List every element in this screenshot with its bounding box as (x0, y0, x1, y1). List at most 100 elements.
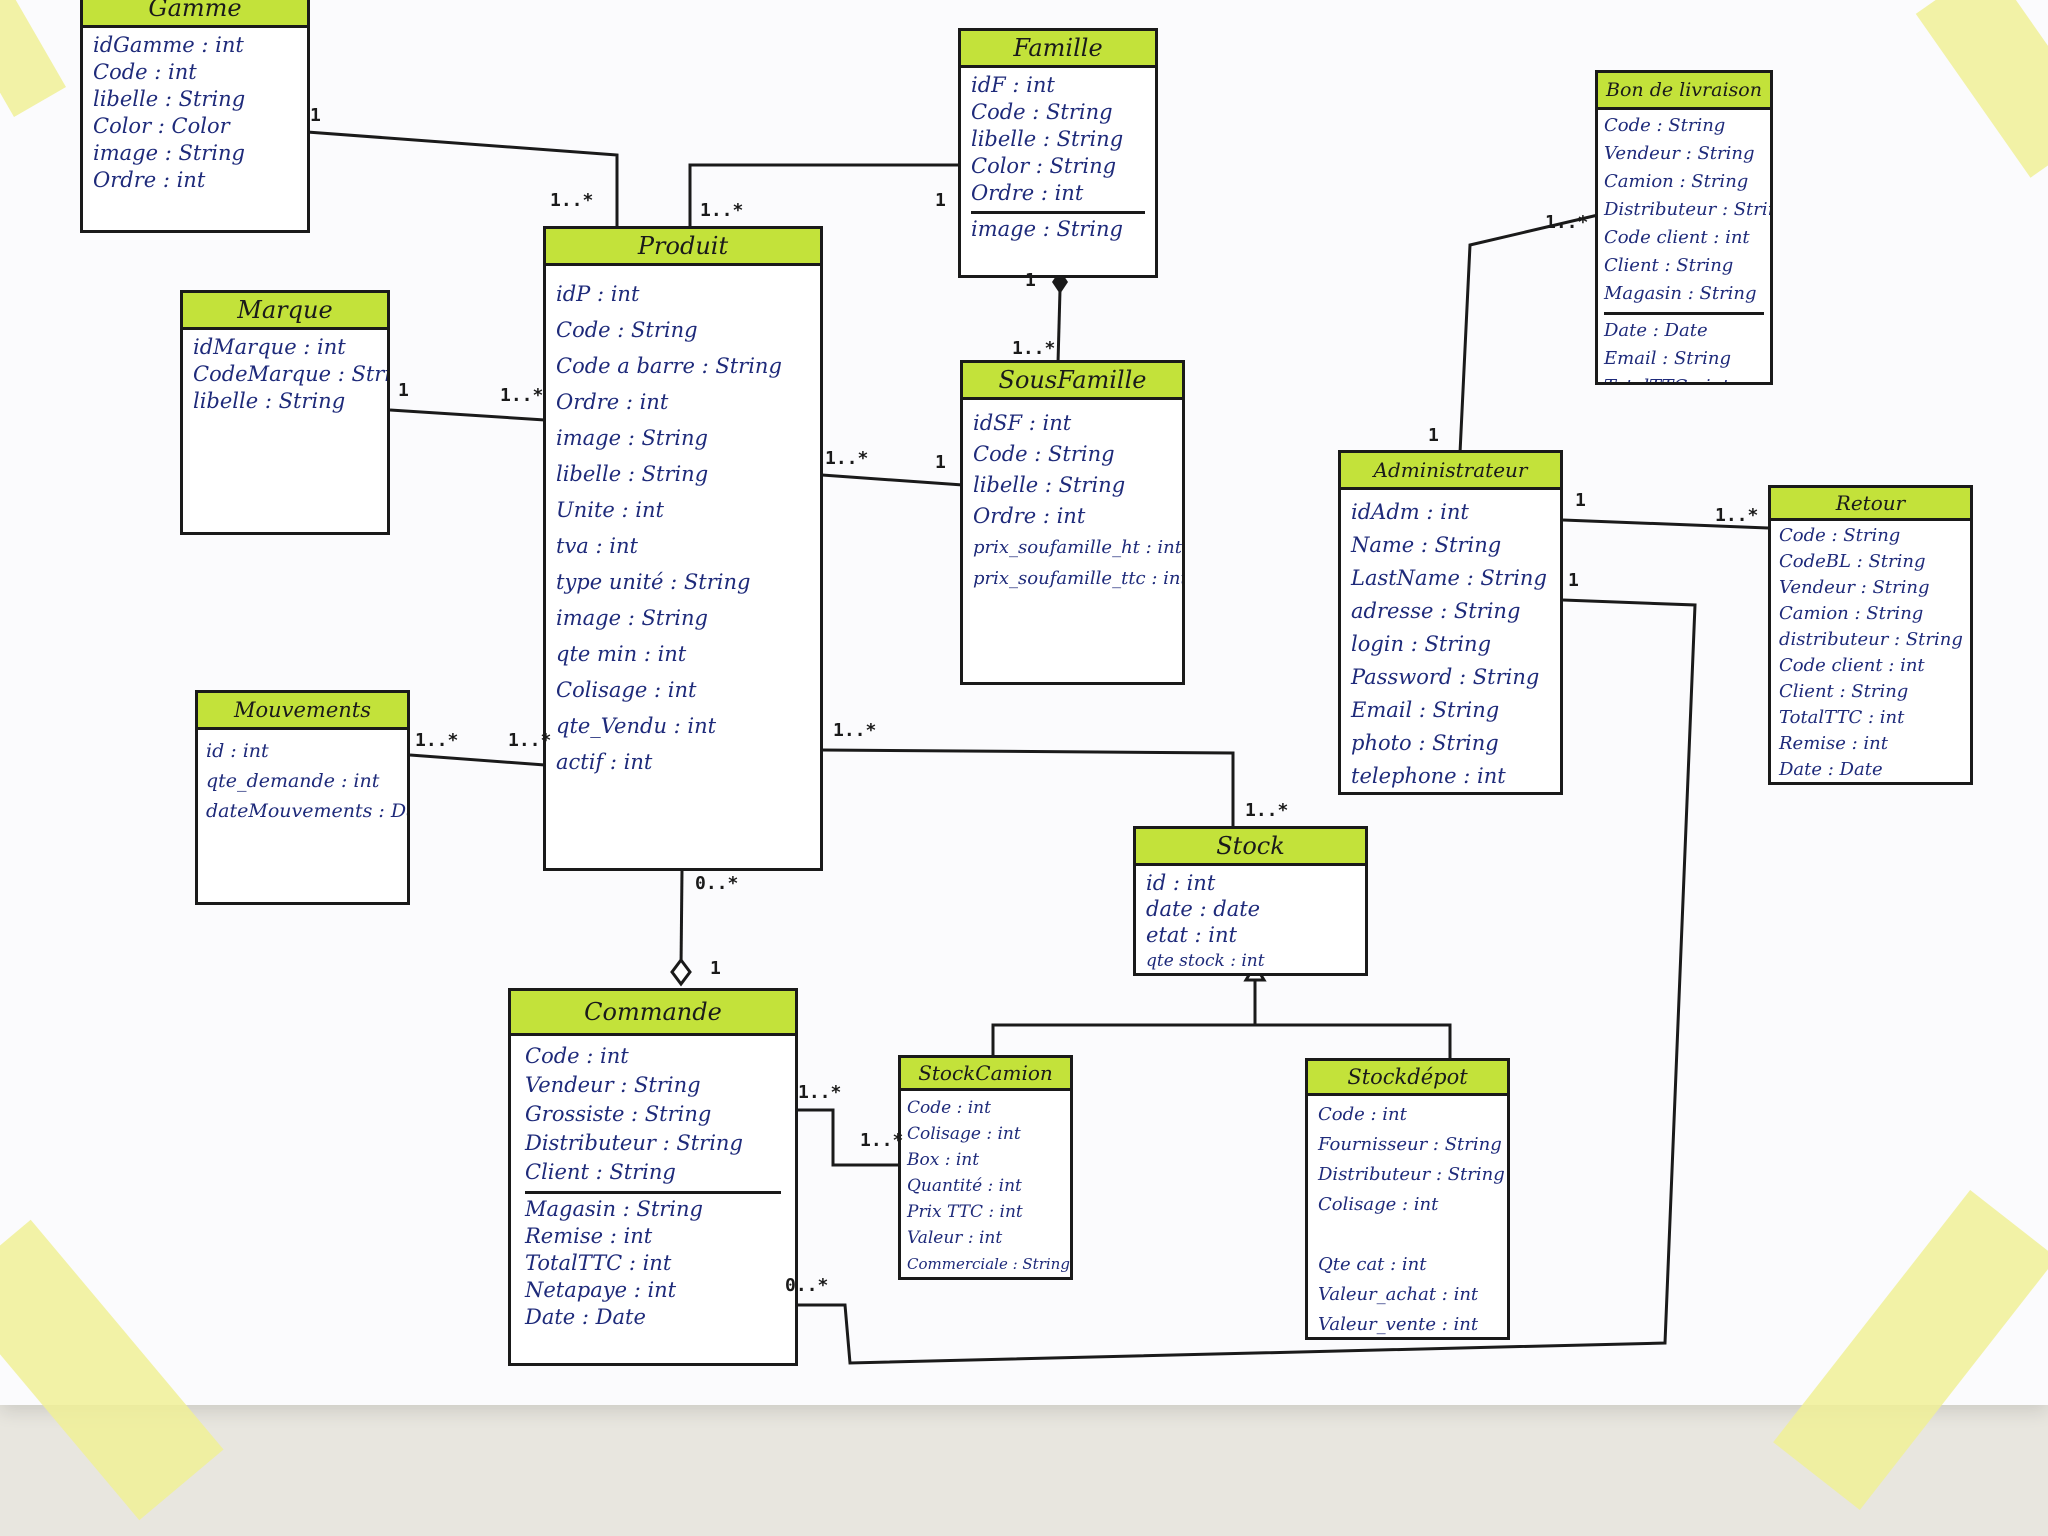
attribute: Code : String (971, 100, 1113, 124)
multiplicity-label: 1..* (825, 448, 869, 469)
attribute: Code : int (93, 60, 197, 84)
class-title: Famille (961, 31, 1155, 68)
attribute: Commerciale : String (907, 1255, 1070, 1273)
attribute: etat : int (1146, 923, 1237, 947)
multiplicity-label: 1 (1568, 570, 1579, 591)
attribute: Code a barre : String (556, 354, 782, 378)
attribute: distributeur : String (1779, 629, 1963, 650)
attribute: Ordre : int (973, 504, 1086, 528)
attribute-list: Code : String Vendeur : String Camion : … (1598, 110, 1770, 382)
attribute: Grossiste : String (525, 1102, 712, 1126)
attribute: idAdm : int (1351, 500, 1469, 524)
class-sousfamille: SousFamille idSF : int Code : String lib… (960, 360, 1185, 685)
class-title: Commande (511, 991, 795, 1036)
attribute: date : date (1146, 897, 1261, 921)
attribute: image : String (556, 426, 708, 450)
class-marque: Marque idMarque : int CodeMarque : Strin… (180, 290, 390, 535)
attribute: Colisage : int (1318, 1194, 1439, 1215)
multiplicity-label: 1..* (798, 1082, 842, 1103)
attribute: idMarque : int (193, 335, 346, 359)
multiplicity-label: 1..* (500, 385, 544, 406)
multiplicity-label: 1 (935, 190, 946, 211)
attribute: Remise : int (525, 1224, 653, 1248)
attribute: image : String (93, 141, 245, 165)
class-title: Stock (1136, 829, 1365, 866)
class-stock: Stock id : int date : date etat : int qt… (1133, 826, 1368, 976)
multiplicity-label: 0..* (695, 873, 739, 894)
attribute: qte_demande : int (206, 770, 380, 792)
attribute: qte_Vendu : int (556, 714, 717, 738)
class-retour: Retour Code : String CodeBL : String Ven… (1768, 485, 1973, 785)
attribute: Vendeur : String (1779, 577, 1930, 598)
attribute-list: id : int qte_demande : int dateMouvement… (198, 730, 407, 832)
attribute: Code : String (1604, 115, 1726, 136)
attribute: CodeMarque : String (193, 362, 387, 386)
attribute: image : String (971, 211, 1145, 243)
attribute: libelle : String (93, 87, 246, 111)
attribute: TotalTTC : int (1604, 373, 1764, 382)
attribute: qte stock : int (1146, 951, 1265, 971)
attribute: Name : String (1351, 533, 1502, 557)
class-gamme: Gamme idGamme : int Code : int libelle :… (80, 0, 310, 233)
attribute: prix_soufamille_ttc : int (973, 568, 1185, 589)
attribute: libelle : String (556, 462, 709, 486)
attribute: login : String (1351, 632, 1492, 656)
attribute: Date : Date (1604, 312, 1764, 345)
attribute: Date : Date (525, 1305, 646, 1329)
attribute-list: Code : int Vendeur : String Grossiste : … (511, 1036, 795, 1337)
attribute: actif : int (556, 750, 653, 774)
attribute-list: idMarque : int CodeMarque : String libel… (183, 330, 387, 419)
attribute-list: idF : int Code : String libelle : String… (961, 68, 1155, 247)
attribute-list: idP : int Code : String Code a barre : S… (546, 266, 820, 784)
attribute: Code : String (556, 318, 698, 342)
multiplicity-label: 1..* (833, 720, 877, 741)
attribute: Code : String (1779, 525, 1901, 546)
class-stockcamion: StockCamion Code : int Colisage : int Bo… (898, 1055, 1073, 1280)
attribute-list: Code : String CodeBL : String Vendeur : … (1771, 521, 1970, 782)
multiplicity-label: 1 (1575, 490, 1586, 511)
attribute-list: id : int date : date etat : int qte stoc… (1136, 866, 1365, 973)
attribute: Password : String (1351, 665, 1540, 689)
attribute-list: idGamme : int Code : int libelle : Strin… (83, 28, 307, 198)
attribute: Code client : int (1779, 655, 1925, 676)
attribute: Client : String (1604, 255, 1734, 276)
attribute: Distributeur : String (1318, 1164, 1505, 1185)
attribute: prix_soufamille_ht : int (973, 537, 1183, 558)
attribute: Code : int (525, 1044, 629, 1068)
attribute: id : int (206, 740, 269, 762)
multiplicity-label: 1..* (860, 1130, 904, 1151)
attribute: Valeur_achat : int (1318, 1284, 1479, 1305)
multiplicity-label: 1 (710, 958, 721, 979)
multiplicity-label: 1 (935, 452, 946, 473)
attribute: Magasin : String (525, 1191, 781, 1223)
multiplicity-label: 1 (1428, 425, 1439, 446)
attribute: Code : int (1318, 1104, 1407, 1125)
multiplicity-label: 1 (1025, 270, 1036, 291)
attribute: Ordre : int (556, 390, 669, 414)
attribute: Email : String (1604, 348, 1732, 369)
attribute: Date : Date (1779, 759, 1883, 780)
multiplicity-label: 1..* (1715, 505, 1759, 526)
class-produit: Produit idP : int Code : String Code a b… (543, 226, 823, 871)
multiplicity-label: 1 (398, 380, 409, 401)
class-title: Administrateur (1341, 453, 1560, 490)
multiplicity-label: 1..* (508, 730, 552, 751)
attribute: CodeBL : String (1779, 551, 1926, 572)
class-stockdepot: Stockdépot Code : int Fournisseur : Stri… (1305, 1058, 1510, 1340)
attribute-list: idSF : int Code : String libelle : Strin… (963, 400, 1182, 598)
class-commande: Commande Code : int Vendeur : String Gro… (508, 988, 798, 1366)
class-title: Gamme (83, 0, 307, 28)
multiplicity-label: 1..* (700, 200, 744, 221)
attribute: libelle : String (971, 127, 1124, 151)
attribute: qte min : int (556, 642, 687, 666)
attribute: photo : String (1351, 731, 1499, 755)
attribute: Vendeur : String (525, 1073, 701, 1097)
attribute: Code : String (973, 442, 1115, 466)
attribute: id : int (1146, 871, 1216, 895)
attribute-list: Code : int Fournisseur : String Distribu… (1308, 1096, 1507, 1337)
attribute: adresse : String (1351, 599, 1521, 623)
multiplicity-label: 0..* (785, 1275, 829, 1296)
multiplicity-label: 1..* (415, 730, 459, 751)
attribute: image : String (556, 606, 708, 630)
class-title: Mouvements (198, 693, 407, 730)
